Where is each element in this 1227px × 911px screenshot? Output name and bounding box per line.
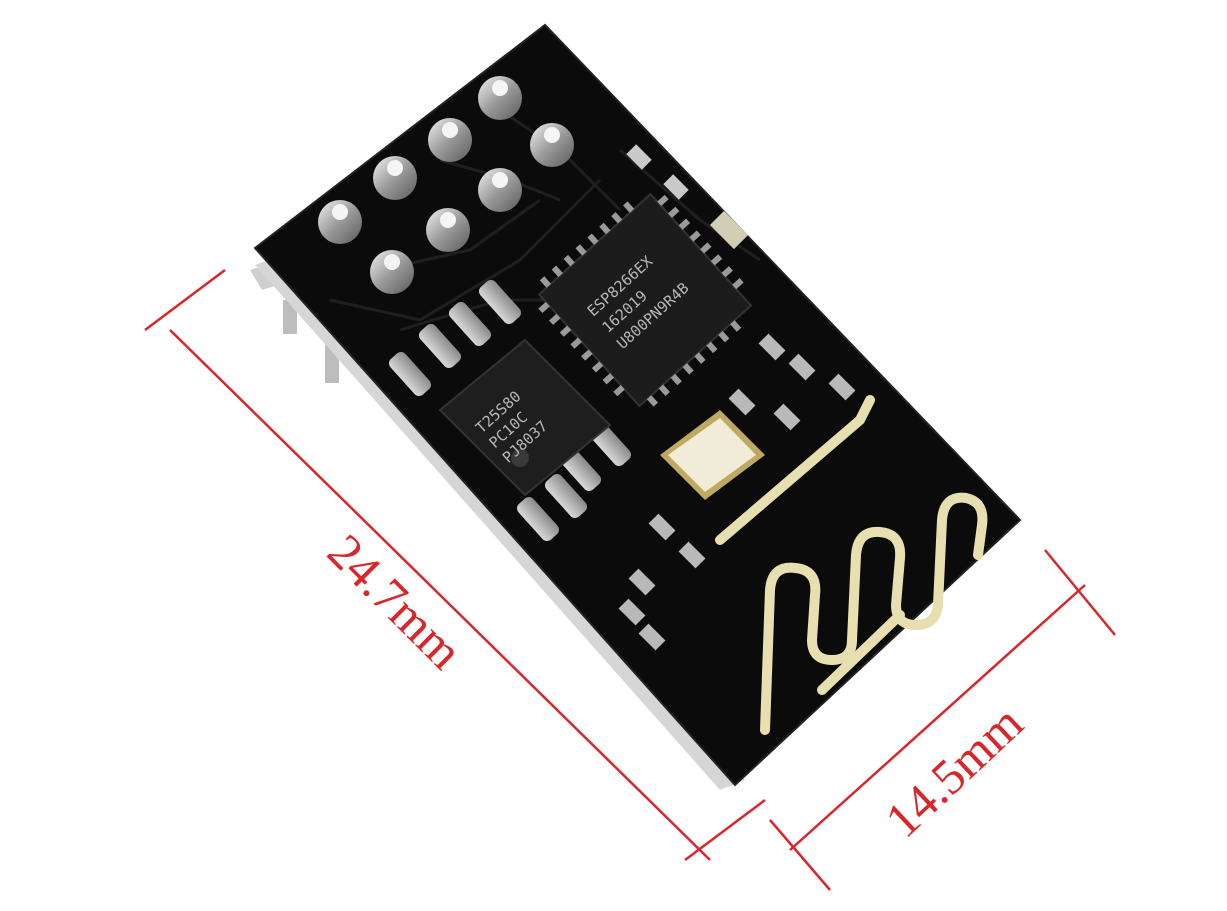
pin-joint bbox=[318, 200, 362, 244]
dimension-width bbox=[769, 549, 1116, 891]
pin-joint bbox=[428, 118, 472, 162]
pcb-antenna bbox=[715, 395, 988, 735]
pin-joint bbox=[373, 156, 417, 200]
pin-joint bbox=[478, 76, 522, 120]
flash-chip: T25S80 PC10C PJ8037 bbox=[388, 279, 632, 542]
pin-joint bbox=[478, 168, 522, 212]
pin-joint bbox=[426, 208, 470, 252]
mcu-chip: ESP8266EX 162019 U800PN9R4B bbox=[537, 192, 753, 408]
dimension-width-label: 14.5mm bbox=[874, 694, 1033, 848]
dimension-length-label: 24.7mm bbox=[317, 523, 474, 680]
pin-joint bbox=[370, 250, 414, 294]
smd-passives bbox=[618, 333, 856, 651]
pin-joint bbox=[530, 123, 574, 167]
smd-components-top bbox=[626, 144, 749, 250]
header-pins bbox=[318, 76, 574, 294]
dimension-length bbox=[144, 269, 766, 861]
crystal-oscillator bbox=[660, 410, 765, 500]
